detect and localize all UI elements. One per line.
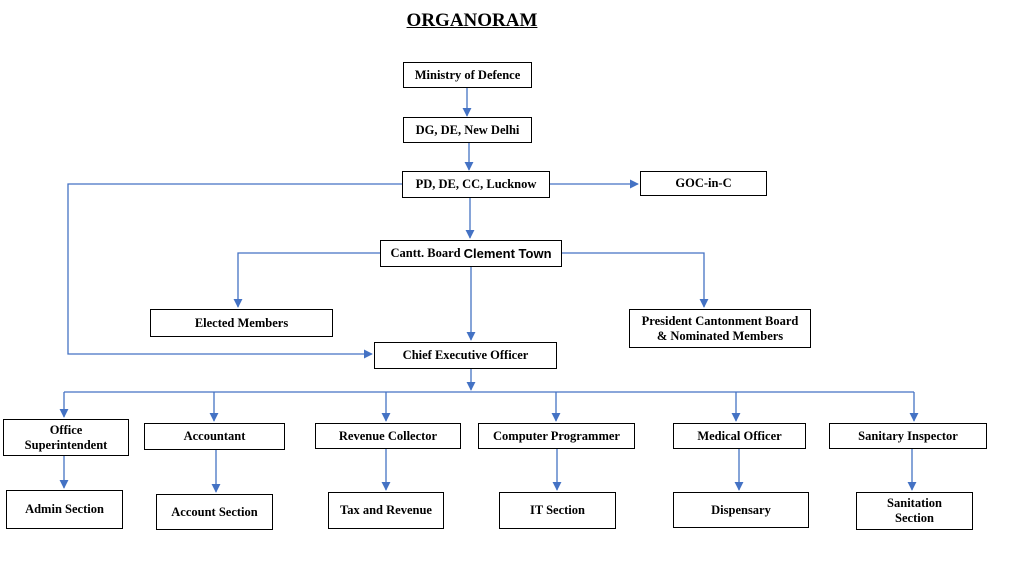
node-goc: GOC-in-C bbox=[640, 171, 767, 196]
node-elected: Elected Members bbox=[150, 309, 333, 337]
node-sanitary-inspector: Sanitary Inspector bbox=[829, 423, 987, 449]
node-medical-officer: Medical Officer bbox=[673, 423, 806, 449]
node-tax-revenue: Tax and Revenue bbox=[328, 492, 444, 529]
node-accountant: Accountant bbox=[144, 423, 285, 450]
node-ministry: Ministry of Defence bbox=[403, 62, 532, 88]
line-pd-ceo bbox=[67, 183, 402, 359]
node-computer-programmer: Computer Programmer bbox=[478, 423, 635, 449]
node-admin-section: Admin Section bbox=[6, 490, 123, 529]
node-sanitation-section: Sanitation Section bbox=[856, 492, 973, 530]
line-cantt-elected bbox=[233, 252, 380, 308]
node-pd: PD, DE, CC, Lucknow bbox=[402, 171, 550, 198]
line-cantt-president bbox=[562, 252, 709, 308]
node-account-section: Account Section bbox=[156, 494, 273, 530]
node-revenue-collector: Revenue Collector bbox=[315, 423, 461, 449]
node-office-superintendent: Office Superintendent bbox=[3, 419, 129, 456]
node-it-section: IT Section bbox=[499, 492, 616, 529]
node-dg: DG, DE, New Delhi bbox=[403, 117, 532, 143]
page-title: ORGANORAM bbox=[406, 10, 538, 31]
node-president: President Cantonment Board & Nominated M… bbox=[629, 309, 811, 348]
node-ceo: Chief Executive Officer bbox=[374, 342, 557, 369]
node-dispensary: Dispensary bbox=[673, 492, 809, 528]
